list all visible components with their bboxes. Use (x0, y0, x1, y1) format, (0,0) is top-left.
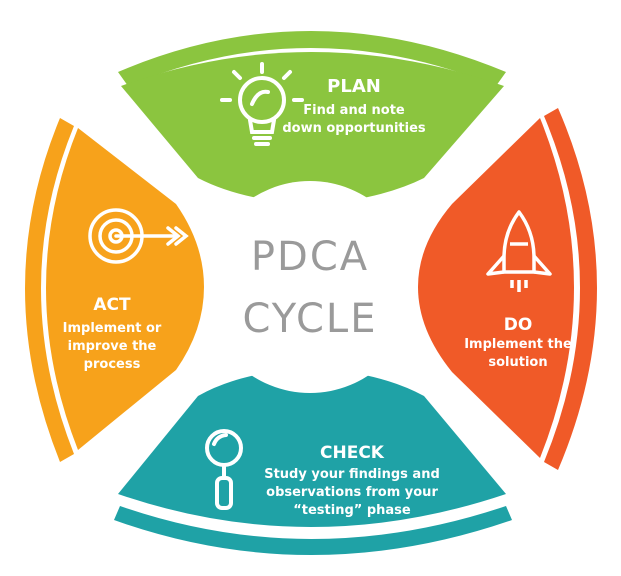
plan-outer-band (118, 31, 506, 86)
act-description-line-2: improve the (68, 339, 157, 354)
magnifier-icon (205, 429, 243, 510)
check-description-line-3: “testing” phase (293, 503, 411, 518)
do-title: DO (504, 315, 533, 335)
lightbulb-icon (220, 62, 304, 146)
act-outer-band (25, 118, 74, 462)
plan-segment: PLAN Find and note down opportunities (118, 31, 506, 205)
center-title-line-1: PDCA (251, 234, 369, 280)
do-segment: DO Implement the solution (418, 108, 597, 470)
center-circle (204, 181, 416, 393)
act-segment: ACT Implement or improve the process (25, 118, 204, 462)
plan-segment-shape (121, 52, 504, 205)
plan-description-line-2: down opportunities (282, 121, 426, 136)
target-icon (88, 208, 189, 264)
act-description-line-1: Implement or (63, 321, 162, 336)
act-title: ACT (93, 295, 131, 315)
center-title-line-2: CYCLE (243, 296, 378, 342)
act-description-line-3: process (84, 357, 141, 372)
center-hub: PDCA CYCLE (204, 181, 416, 393)
check-outer-band (114, 506, 512, 555)
do-segment-shape (418, 118, 574, 458)
check-title: CHECK (320, 443, 385, 463)
act-segment-shape (46, 128, 204, 450)
check-segment: CHECK Study your findings and observatio… (114, 368, 512, 555)
do-outer-band (544, 108, 597, 470)
plan-title: PLAN (327, 76, 381, 97)
do-description-line-2: solution (488, 355, 547, 370)
do-description-line-1: Implement the (464, 337, 572, 352)
plan-description-line-1: Find and note (303, 103, 405, 118)
check-description-line-2: observations from your (266, 485, 438, 500)
rocket-icon (486, 210, 552, 292)
check-description-line-1: Study your findings and (264, 467, 440, 482)
